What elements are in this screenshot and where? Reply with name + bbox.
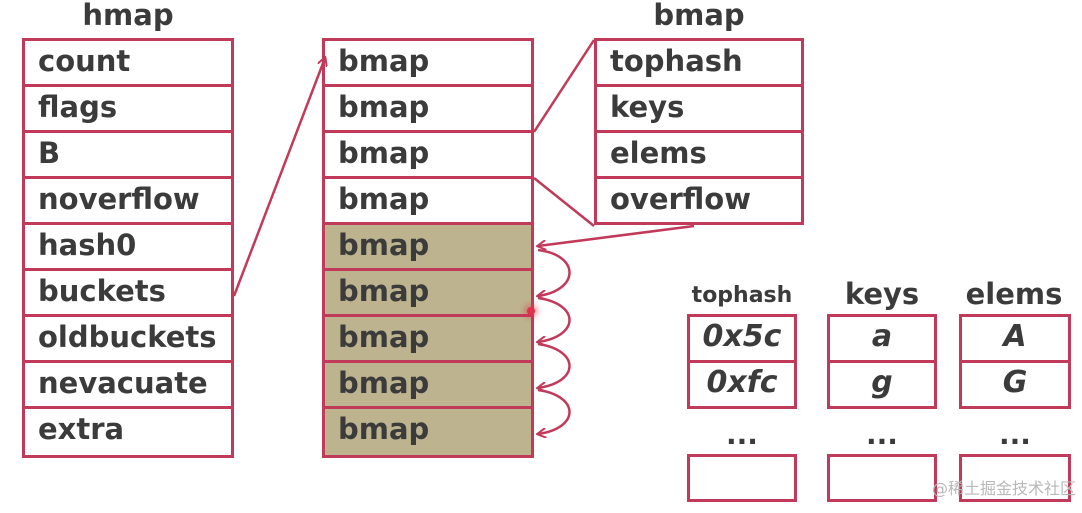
hmap-title: hmap <box>82 0 174 32</box>
bmap-expand-line-bottom <box>533 177 595 227</box>
overflow-chain-arrow <box>538 342 571 388</box>
bucket-item: bmap <box>322 176 534 225</box>
overflow-bucket-item: bmap <box>322 222 534 271</box>
elems-ellipsis: ... <box>999 418 1031 451</box>
tophash-value: 0x5c <box>687 314 797 363</box>
hmap-field-flags: flags <box>22 84 234 133</box>
bmap-expand-line-top <box>532 39 596 133</box>
keys-array-title: keys <box>844 277 920 311</box>
tophash-ellipsis: ... <box>726 418 758 451</box>
bmap-field-overflow: overflow <box>594 176 804 225</box>
overflow-bucket-item: bmap <box>322 268 534 317</box>
overflow-bucket-item: bmap <box>322 406 534 458</box>
overflow-chain-arrow <box>538 296 571 342</box>
keys-value: a <box>827 314 937 363</box>
elems-empty-cell <box>959 454 1071 502</box>
bucket-item: bmap <box>322 130 534 179</box>
hmap-field-oldbuckets: oldbuckets <box>22 314 234 363</box>
elems-array-title: elems <box>965 277 1063 311</box>
pointer-cursor-icon <box>527 307 535 315</box>
tophash-empty-cell <box>687 454 797 502</box>
keys-value: g <box>827 360 937 409</box>
bmap-field-elems: elems <box>594 130 804 179</box>
overflow-chain-arrow <box>538 388 571 434</box>
watermark: @稀土掘金技术社区 <box>931 479 1076 498</box>
keys-empty-cell <box>827 454 937 502</box>
bmap-title: bmap <box>653 0 745 32</box>
tophash-array-title: tophash <box>691 283 793 308</box>
elems-value: G <box>959 360 1071 409</box>
overflow-chain-arrow <box>538 248 571 296</box>
tophash-value: 0xfc <box>687 360 797 409</box>
elems-value: A <box>959 314 1071 363</box>
hmap-field-extra: extra <box>22 406 234 458</box>
keys-ellipsis: ... <box>866 418 898 451</box>
buckets-pointer-arrow <box>232 58 325 297</box>
overflow-pointer-arrow <box>538 224 695 246</box>
